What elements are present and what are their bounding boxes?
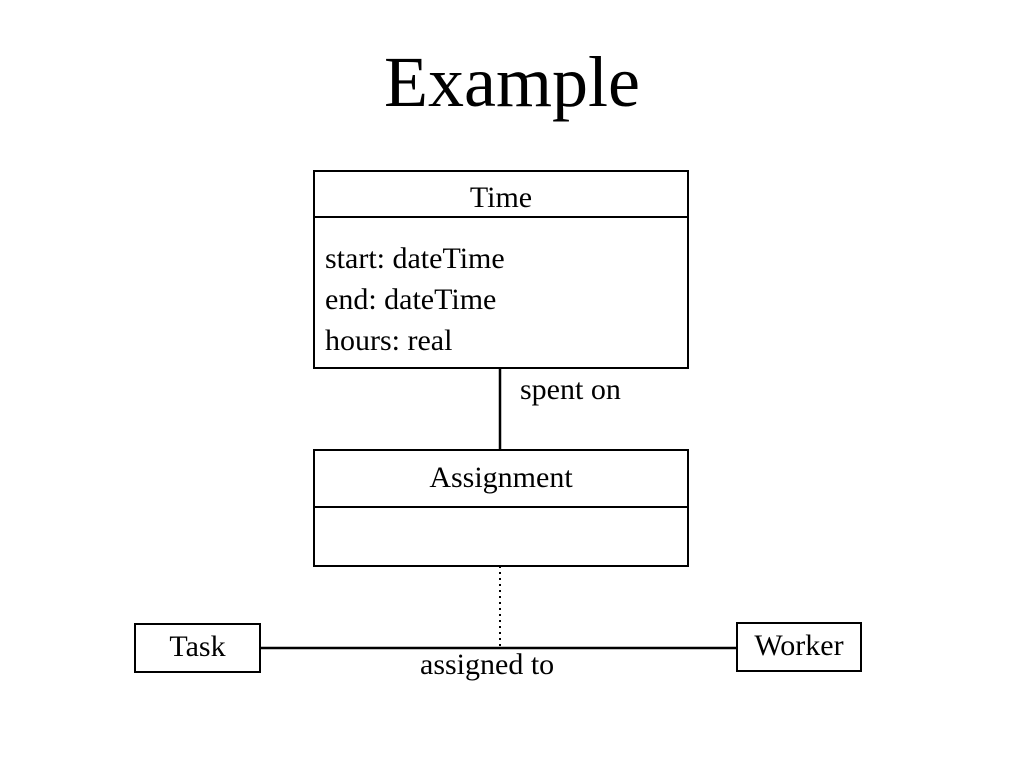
class-box-task: Task [134, 623, 261, 673]
class-box-assignment: Assignment [313, 449, 689, 567]
association-label-spent-on: spent on [520, 373, 621, 406]
class-box-time: Time start: dateTime end: dateTime hours… [313, 170, 689, 369]
association-label-assigned-to: assigned to [420, 648, 555, 681]
class-name-time: Time [315, 172, 687, 218]
attribute-start: start: dateTime [325, 242, 505, 275]
class-attributes-assignment [315, 508, 687, 565]
class-attributes-time: start: dateTime end: dateTime hours: rea… [315, 218, 687, 361]
attribute-hours: hours: real [325, 324, 453, 357]
class-name-assignment: Assignment [315, 451, 687, 508]
attribute-end: end: dateTime [325, 283, 497, 316]
class-box-worker: Worker [736, 622, 862, 672]
diagram-title: Example [384, 42, 640, 122]
